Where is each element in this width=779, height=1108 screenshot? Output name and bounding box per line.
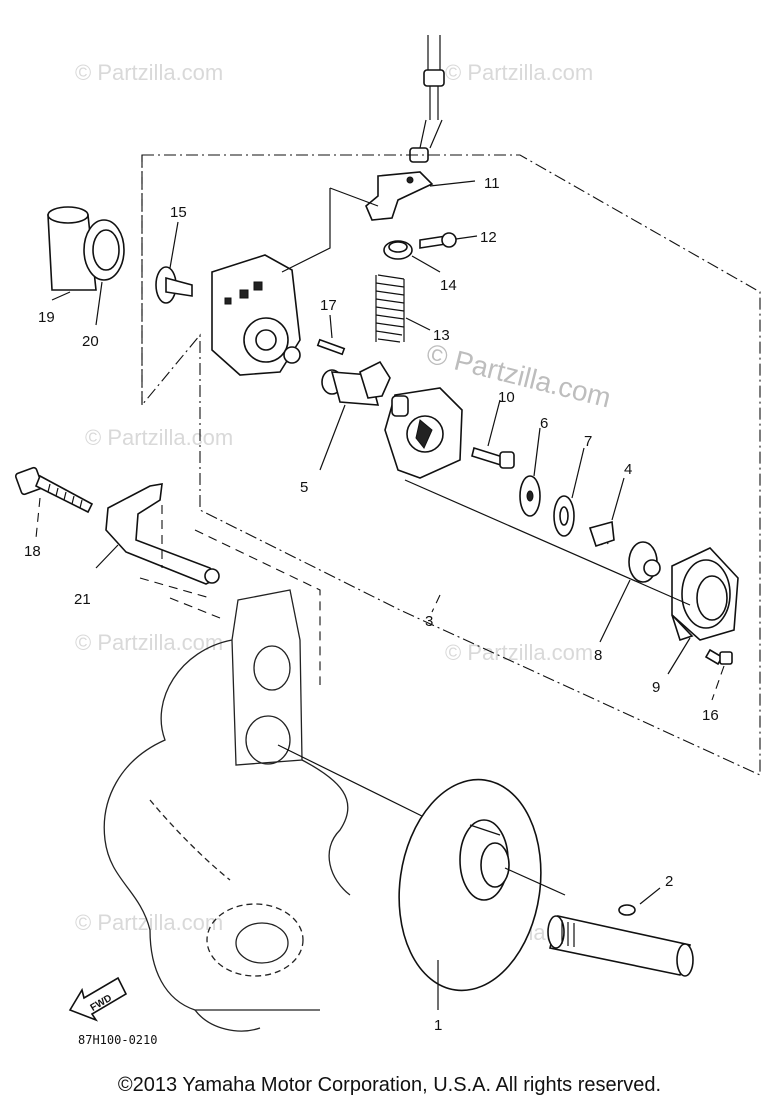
part-15-pin bbox=[155, 266, 193, 304]
pulley-housing bbox=[384, 387, 463, 479]
callout-20: 20 bbox=[82, 333, 99, 350]
fwd-arrow-icon: FWD bbox=[68, 976, 128, 1022]
output-shaft bbox=[547, 915, 694, 977]
callout-15: 15 bbox=[170, 204, 187, 221]
part-11-lever bbox=[365, 171, 434, 221]
watermark: © Partzilla.com bbox=[75, 910, 223, 935]
watermark: © Partzilla.com bbox=[75, 60, 223, 85]
callout-3: 3 bbox=[425, 613, 433, 630]
callout-2: 2 bbox=[665, 873, 673, 890]
callout-8: 8 bbox=[594, 647, 602, 664]
watermark: © Partzilla.com bbox=[85, 425, 233, 450]
callout-21: 21 bbox=[74, 591, 91, 608]
callout-4: 4 bbox=[624, 461, 632, 478]
part-16-screw bbox=[704, 648, 733, 666]
exploded-parts-diagram: © Partzilla.com © Partzilla.com © Partzi… bbox=[14, 35, 761, 1047]
part-5-shaft bbox=[321, 360, 391, 406]
callout-10: 10 bbox=[498, 389, 515, 406]
diagram-code: 87H100-0210 bbox=[78, 1033, 157, 1047]
callout-14: 14 bbox=[440, 277, 457, 294]
callout-19: 19 bbox=[38, 309, 55, 326]
watermark: © Partzilla.com bbox=[75, 630, 223, 655]
part-2-key bbox=[618, 904, 636, 916]
callout-18: 18 bbox=[24, 543, 41, 560]
part-21-bracket bbox=[105, 483, 220, 585]
watermark: © Partzilla.com bbox=[445, 640, 593, 665]
callout-6: 6 bbox=[540, 415, 548, 432]
callout-5: 5 bbox=[300, 479, 308, 496]
part-10-bolt bbox=[471, 446, 515, 469]
part-19-cap bbox=[47, 206, 97, 291]
callout-numbers: 11 12 14 13 15 19 20 17 5 10 6 7 4 3 8 9… bbox=[24, 175, 719, 1034]
part-17-pin bbox=[316, 338, 346, 356]
part-12-screw bbox=[419, 232, 457, 249]
callout-17: 17 bbox=[320, 297, 337, 314]
copyright-notice: ©2013 Yamaha Motor Corporation, U.S.A. A… bbox=[117, 1074, 662, 1096]
part-20-ring bbox=[83, 219, 125, 281]
part-18-bolt bbox=[14, 466, 94, 514]
part-13-spring bbox=[375, 274, 405, 343]
callout-13: 13 bbox=[433, 327, 450, 344]
callout-7: 7 bbox=[584, 433, 592, 450]
part-8-disc bbox=[628, 541, 661, 583]
valve-housing bbox=[211, 254, 301, 376]
callout-12: 12 bbox=[480, 229, 497, 246]
watermark: © Partzilla.com bbox=[445, 60, 593, 85]
part-9-cover bbox=[671, 547, 739, 642]
callout-16: 16 bbox=[702, 707, 719, 724]
part-1-pulley bbox=[398, 778, 542, 992]
engine-case-outline bbox=[103, 589, 351, 1032]
assembly-3-frame bbox=[141, 154, 761, 776]
throttle-cable bbox=[409, 35, 445, 163]
callout-11: 11 bbox=[484, 175, 500, 192]
callout-9: 9 bbox=[652, 679, 660, 696]
callout-1: 1 bbox=[434, 1017, 442, 1034]
part-4-screw bbox=[588, 520, 615, 548]
